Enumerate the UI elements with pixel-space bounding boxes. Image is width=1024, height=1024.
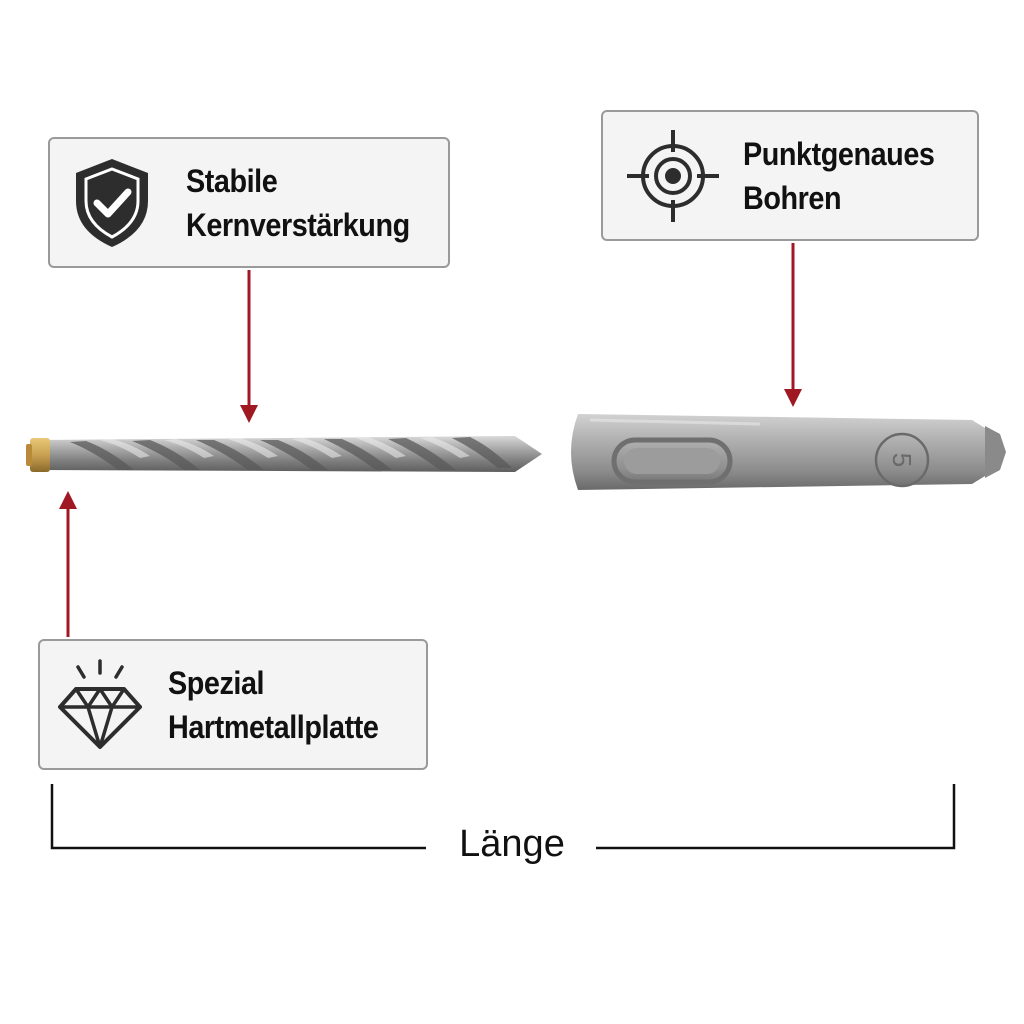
shank-marking-text: 5 (887, 453, 917, 467)
diamond-icon (52, 657, 148, 753)
crosshair-target-icon (623, 128, 723, 224)
callout-carbide-line1: Spezial (168, 664, 265, 701)
callout-point-line1: Punktgenaues (743, 135, 935, 172)
carbide-tip (30, 438, 50, 472)
callout-point-line2: Bohren (743, 179, 842, 216)
drill-bit (26, 436, 542, 472)
shank-marking-ring (874, 432, 930, 488)
length-dimension (50, 784, 956, 850)
callout-core-line2: Kernverstärkung (186, 206, 410, 243)
callout-carbide-line2: Hartmetallplatte (168, 708, 379, 745)
sds-shank: 5 (571, 414, 1006, 490)
callout-core-reinforcement: Stabile Kernverstärkung (48, 137, 450, 268)
drill-flutes (70, 437, 512, 470)
length-label: Länge (459, 823, 565, 865)
shield-check-icon (66, 155, 158, 251)
callout-precise-drilling: Punktgenaues Bohren (601, 110, 979, 241)
callout-core-line1: Stabile (186, 162, 278, 199)
callout-carbide-plate: Spezial Hartmetallplatte (38, 639, 428, 770)
